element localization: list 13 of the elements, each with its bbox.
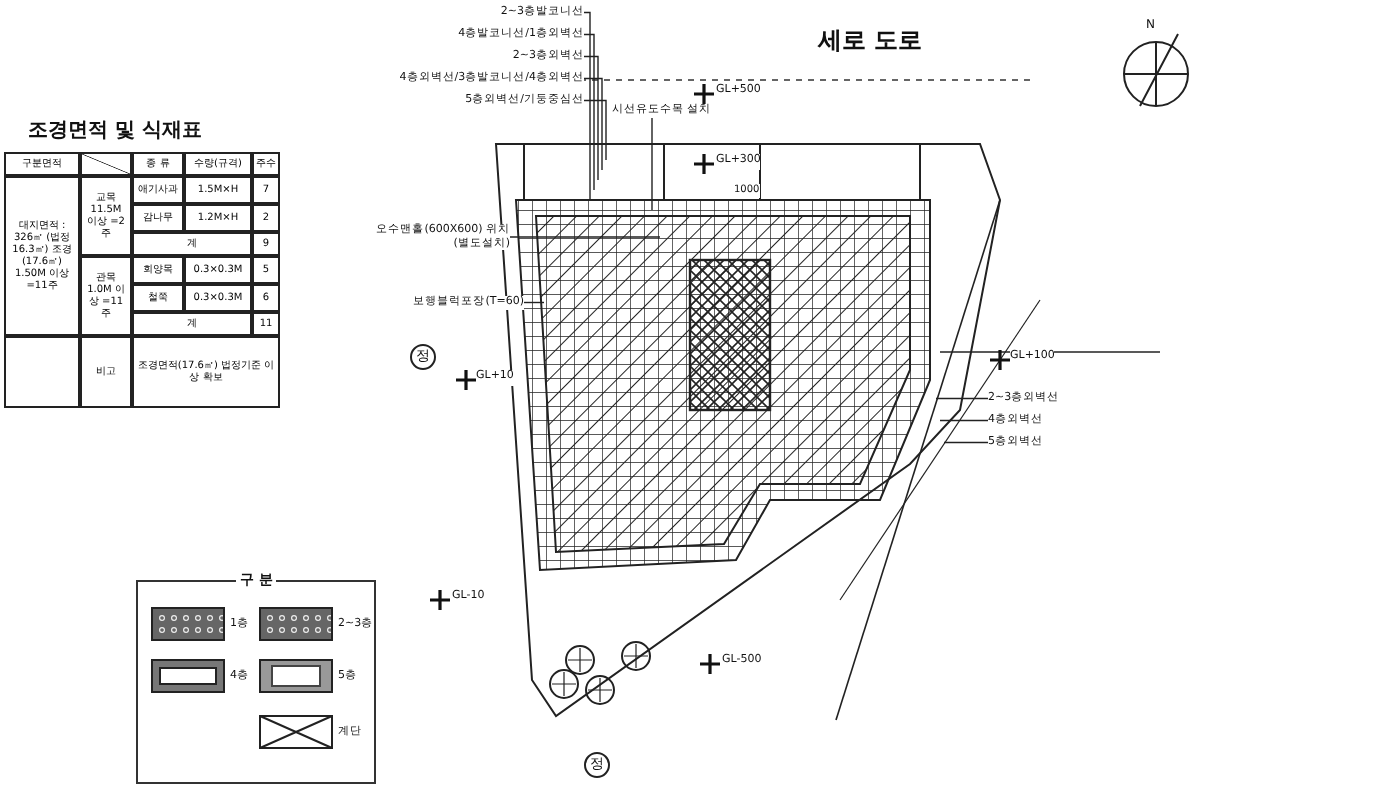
leader-line: [583, 99, 607, 161]
table-title: 조경면적 및 식재표: [24, 120, 206, 144]
leader-line: [583, 77, 603, 171]
leader-line: [523, 301, 545, 304]
leader-line: [583, 55, 599, 181]
road-name: 세로 도로: [814, 26, 927, 54]
leader-line: [651, 116, 653, 211]
leader-line: [935, 397, 989, 400]
leader-line: [943, 441, 989, 444]
leader-line: [583, 11, 591, 201]
leader-line: [583, 33, 595, 191]
leader-line: [509, 236, 661, 238]
leader-line: [939, 419, 989, 422]
